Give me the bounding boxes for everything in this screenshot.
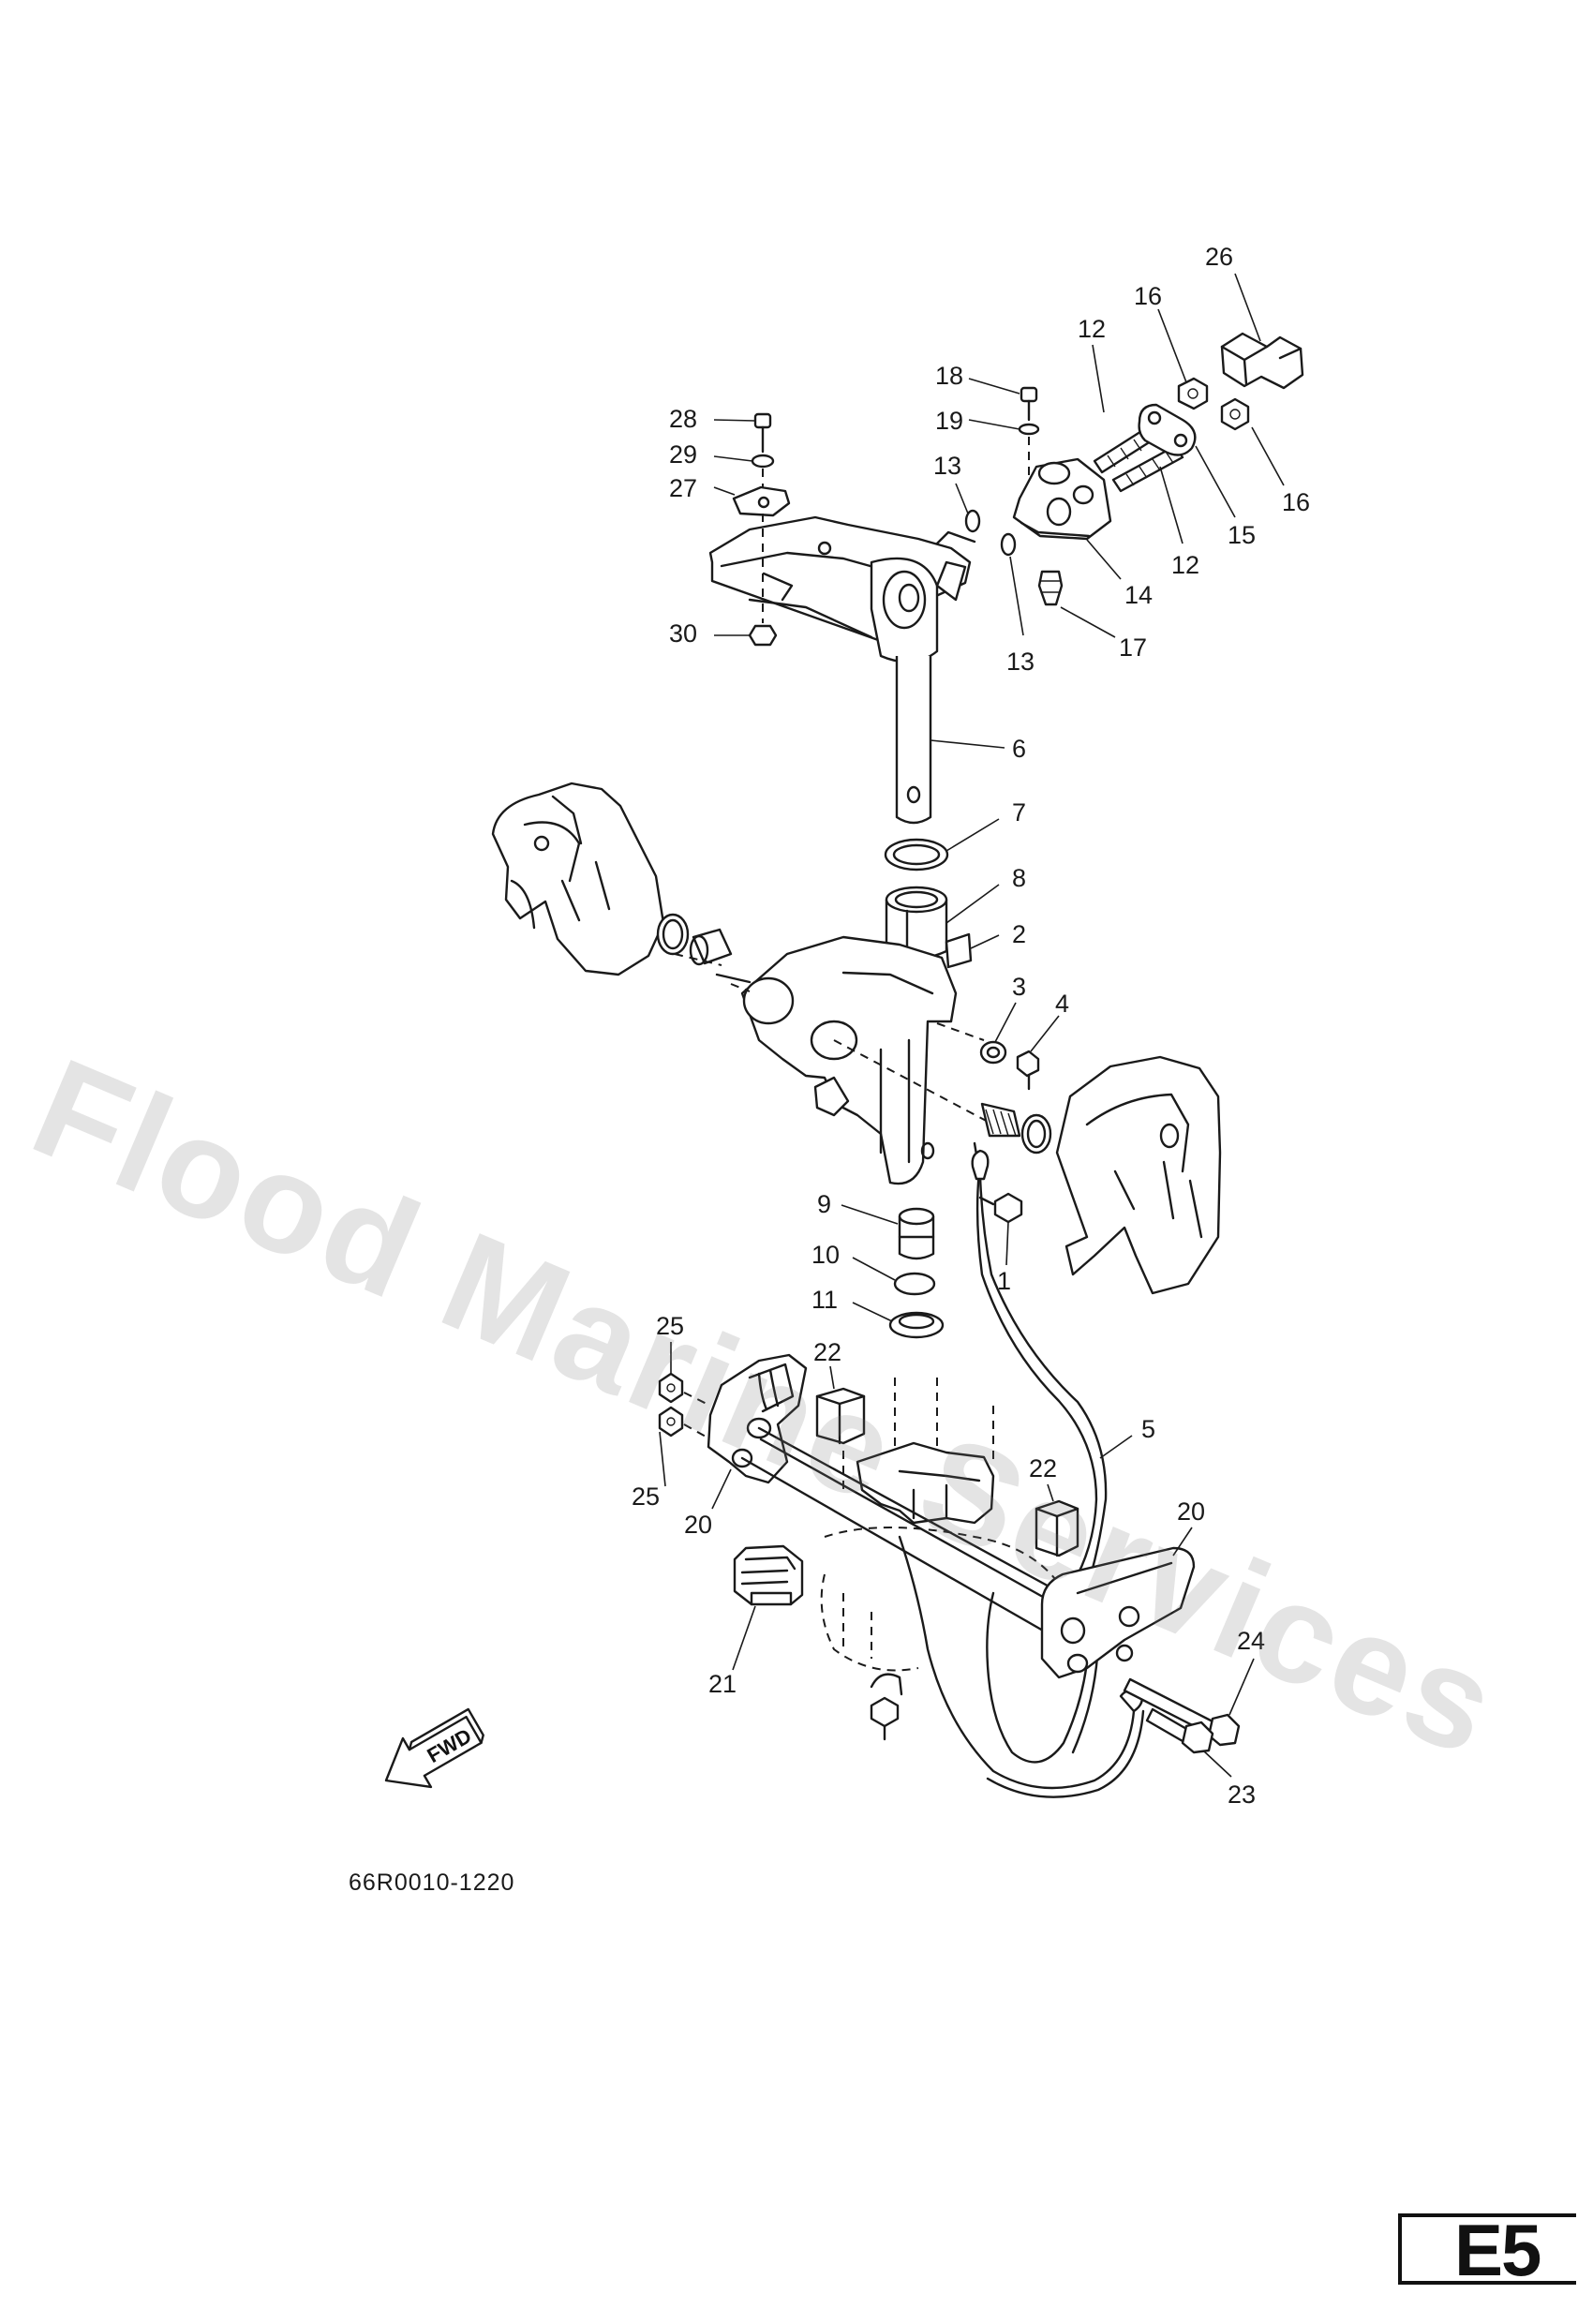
lower-mount-bracket xyxy=(856,1441,995,1525)
part-22-mount-lower xyxy=(1035,1499,1079,1557)
callout-12-lower: 12 xyxy=(1171,551,1199,579)
callout-15: 15 xyxy=(1228,521,1256,549)
lower-housing-bolt xyxy=(870,1673,903,1741)
part-6-steering-shaft xyxy=(895,656,932,825)
callout-17: 17 xyxy=(1119,633,1147,662)
part-28-bolt xyxy=(753,412,772,454)
callout-25-upper: 25 xyxy=(656,1312,684,1340)
callout-28: 28 xyxy=(669,405,697,433)
callout-21: 21 xyxy=(708,1670,737,1698)
page-code-badge: E5 xyxy=(1398,2209,1576,2291)
callout-30: 30 xyxy=(669,619,697,648)
callout-3: 3 xyxy=(1012,973,1026,1001)
callout-22-upper: 22 xyxy=(813,1338,841,1366)
part-14-cover xyxy=(1012,457,1112,541)
part-27-plate xyxy=(732,485,791,517)
tilt-spring-right xyxy=(980,1102,1052,1155)
part-25-nut-lower xyxy=(658,1406,684,1438)
part-9-bushing xyxy=(898,1207,935,1260)
forward-arrow-icon: FWD xyxy=(384,1707,484,1789)
part-2-plate xyxy=(945,932,973,969)
callout-23: 23 xyxy=(1228,1780,1256,1809)
callout-10: 10 xyxy=(811,1241,840,1269)
part-26-plug xyxy=(1220,332,1304,390)
page-code: E5 xyxy=(1454,2209,1541,2291)
callout-16-upper: 16 xyxy=(1134,282,1162,310)
callout-14: 14 xyxy=(1124,581,1153,609)
callout-13-upper: 13 xyxy=(933,452,961,480)
part-29-washer xyxy=(751,454,775,469)
part-19-washer xyxy=(1018,423,1040,436)
part-18-bolt xyxy=(1020,386,1038,422)
callout-19: 19 xyxy=(935,407,963,435)
part-22-mount-upper xyxy=(815,1387,866,1445)
callout-29: 29 xyxy=(669,440,697,469)
callout-22-lower: 22 xyxy=(1029,1454,1057,1482)
part-16-nut-lower xyxy=(1220,397,1250,431)
part-20-bracket-right xyxy=(1040,1546,1196,1679)
drive-shaft-housing xyxy=(820,1378,1060,1672)
callout-20-left: 20 xyxy=(684,1511,712,1539)
callout-4: 4 xyxy=(1055,990,1069,1018)
callout-1: 1 xyxy=(997,1267,1011,1295)
part-1-bolt xyxy=(978,1192,1023,1224)
part-13-washer-upper xyxy=(964,509,981,533)
callout-25-lower: 25 xyxy=(632,1482,660,1511)
callout-labels: 26 16 12 18 28 19 29 13 27 16 15 12 14 3… xyxy=(632,243,1310,1809)
part-23-bolt xyxy=(1145,1707,1214,1754)
part-11-seal xyxy=(888,1311,945,1339)
callout-27: 27 xyxy=(669,474,697,502)
clamp-bracket-right xyxy=(1055,1055,1222,1295)
callout-5: 5 xyxy=(1141,1415,1155,1443)
callout-24: 24 xyxy=(1237,1627,1265,1655)
callout-12-upper: 12 xyxy=(1078,315,1106,343)
part-15-link-plate xyxy=(1138,403,1197,456)
callout-20-right: 20 xyxy=(1177,1497,1205,1526)
steering-bracket xyxy=(708,515,976,663)
callout-7: 7 xyxy=(1012,798,1026,827)
callout-18: 18 xyxy=(935,362,963,390)
callout-8: 8 xyxy=(1012,864,1026,892)
part-4-bolt xyxy=(1016,1050,1040,1091)
drawing-code: 66R0010-1220 xyxy=(349,1870,515,1896)
callout-2: 2 xyxy=(1012,920,1026,948)
tilt-pin-left-parts xyxy=(656,913,752,984)
part-3-bushing xyxy=(979,1040,1007,1065)
part-7-washer xyxy=(884,838,949,872)
clamp-bracket-left xyxy=(491,782,665,976)
part-12-stud-lower xyxy=(1111,444,1184,493)
part-8-bushing xyxy=(885,886,948,962)
part-13-washer-lower xyxy=(1000,532,1017,557)
callout-11: 11 xyxy=(811,1286,838,1314)
part-17-grease-nipple xyxy=(1037,570,1064,606)
swivel-bracket xyxy=(740,935,958,1185)
callout-13-lower: 13 xyxy=(1006,648,1035,676)
part-10-o-ring xyxy=(893,1272,936,1296)
part-16-nut-upper xyxy=(1177,377,1209,410)
callout-26: 26 xyxy=(1205,243,1233,271)
callout-6: 6 xyxy=(1012,735,1026,763)
part-30-nut xyxy=(748,624,778,647)
callout-9: 9 xyxy=(817,1190,831,1218)
part-21-mount xyxy=(733,1544,804,1606)
leader-lines xyxy=(659,273,1285,1778)
callout-16-lower: 16 xyxy=(1282,488,1310,516)
